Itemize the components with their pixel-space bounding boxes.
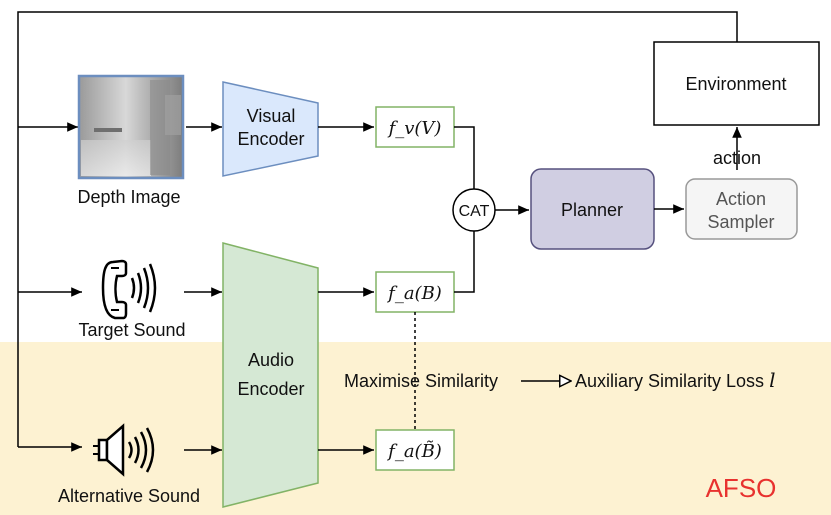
audio-encoder-line2: Encoder: [237, 379, 304, 399]
audio-feature-label: f_a(B): [386, 283, 442, 304]
fv-to-cat-line: [454, 126, 475, 189]
alternative-audio-feature-box: [375, 429, 455, 471]
action-label: action: [713, 148, 761, 168]
audio-encoder-line1: Audio: [248, 350, 294, 370]
similarity-loss-label: Auxiliary Similarity Loss l: [575, 368, 775, 392]
fa-to-cat-line: [454, 231, 475, 293]
cat-label: CAT: [459, 203, 490, 220]
visual-encoder-line1: Visual: [247, 106, 296, 126]
action-sampler-box: [685, 178, 798, 240]
visual-feature-box: [375, 106, 455, 148]
audio-encoder: [222, 242, 319, 508]
maximise-similarity-label: Maximise Similarity: [344, 371, 498, 391]
alternative-sound-label: Alternative Sound: [58, 486, 200, 506]
environment-box: [653, 41, 820, 126]
depth-image-label: Depth Image: [77, 187, 180, 207]
alternative-audio-feature-label: f_a(B̃): [386, 440, 442, 462]
phone-sound-icon: [101, 259, 157, 320]
target-sound-label: Target Sound: [78, 320, 185, 340]
depth-image: [77, 74, 185, 180]
environment-label: Environment: [685, 74, 786, 94]
environment-feedback-line: [17, 11, 738, 447]
planner-label: Planner: [561, 200, 623, 220]
visual-feature-label: f_v(V): [387, 118, 442, 139]
action-sampler-line2: Sampler: [707, 212, 774, 232]
speaker-sound-icon: [93, 423, 155, 477]
afso-label: AFSO: [706, 473, 777, 503]
visual-encoder: [222, 81, 319, 177]
action-sampler-line1: Action: [716, 189, 766, 209]
visual-encoder-line2: Encoder: [237, 129, 304, 149]
